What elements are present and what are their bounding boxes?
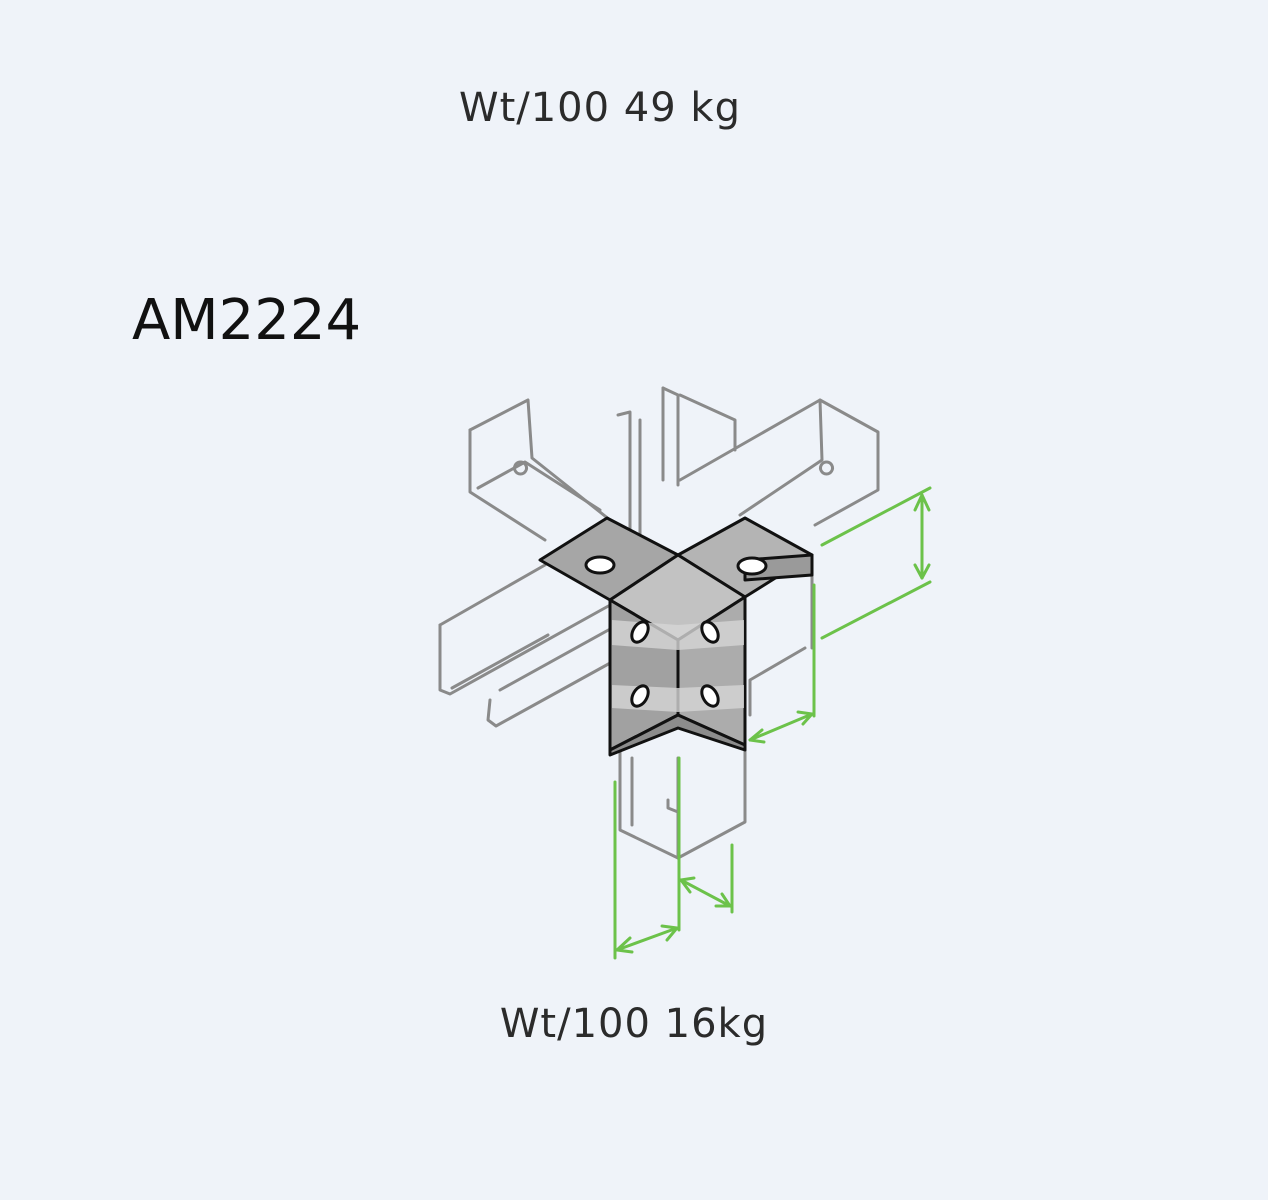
top-weight-label: Wt/100 49 kg [459,85,741,131]
channel-outline [438,386,880,860]
bracket-drawing [438,386,932,960]
dimension-arrows [613,486,932,960]
bolt-holes [584,555,768,708]
product-code: AM2224 [132,288,362,353]
bottom-weight-label: Wt/100 16kg [499,1001,769,1047]
